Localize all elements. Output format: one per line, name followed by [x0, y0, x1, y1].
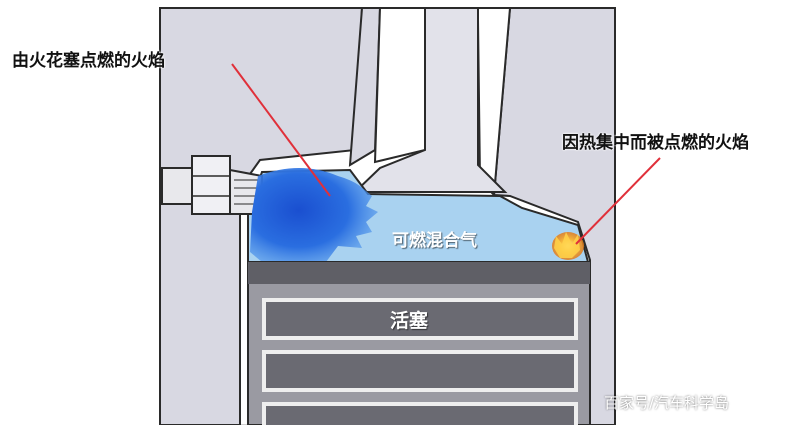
spark-flame	[250, 168, 378, 262]
piston	[247, 261, 591, 425]
leader-line-hot-spot	[575, 157, 661, 245]
spark-flame-callout: 由火花塞点燃的火焰	[12, 51, 165, 71]
hot-spot-flame	[552, 232, 584, 260]
piston-label: 活塞	[390, 310, 429, 332]
watermark: 百家号/汽车科学岛	[604, 394, 730, 412]
leader-line-spark-flame	[231, 63, 331, 197]
mixture-label: 可燃混合气	[392, 231, 477, 251]
hot-spot-callout: 因热集中而被点燃的火焰	[562, 133, 749, 153]
valve	[352, 7, 508, 193]
